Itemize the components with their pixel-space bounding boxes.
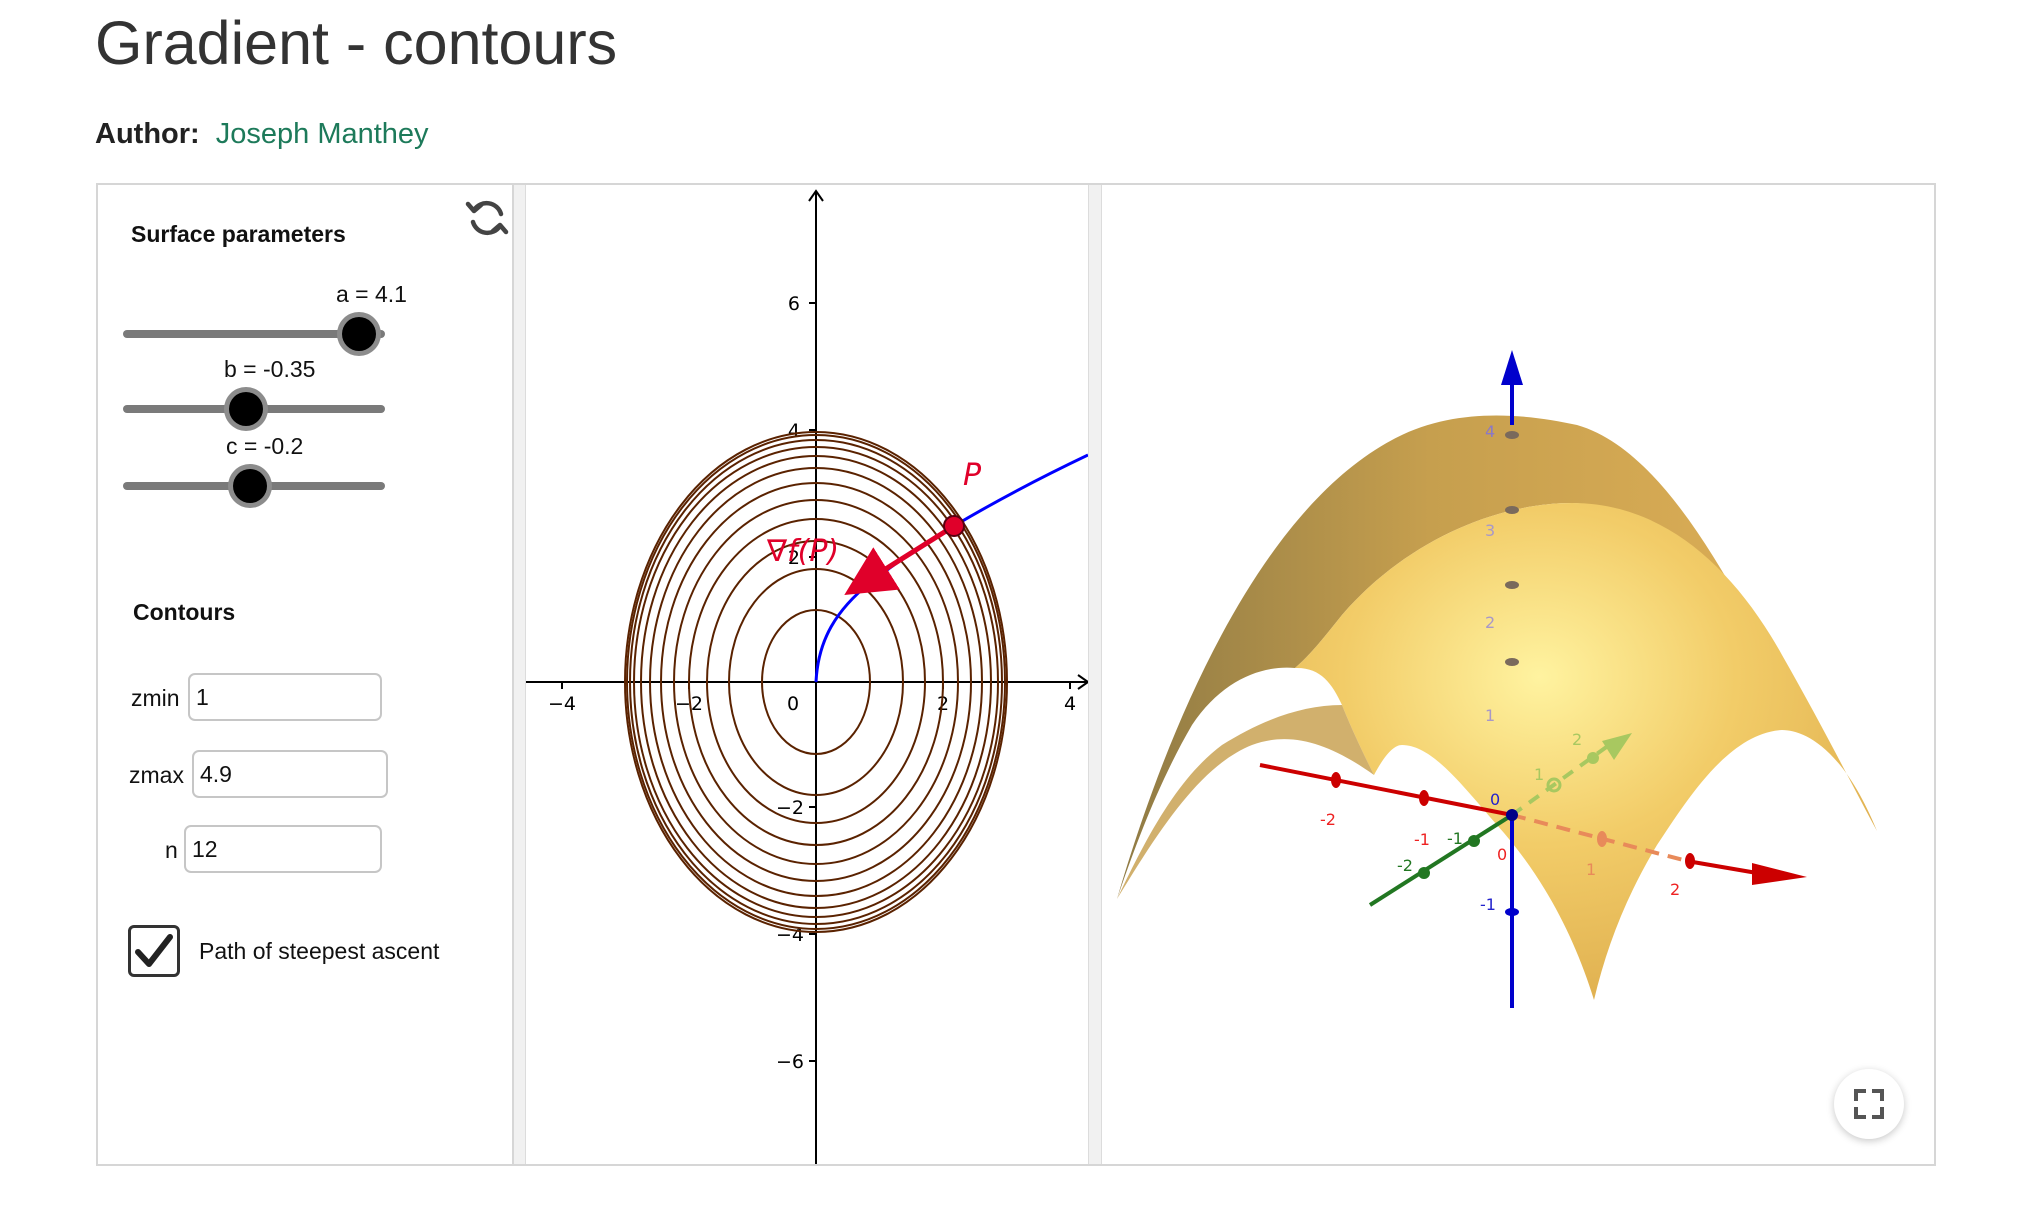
zmax-label: zmax [129,762,184,788]
n-label: n [165,837,178,863]
z-tick-label: 1 [1485,706,1495,725]
z-tick-label: -1 [1480,895,1496,914]
y-axis-arrow [808,189,824,202]
zmax-input[interactable] [192,750,388,798]
contour-line [728,568,904,796]
y-tick-label: −4 [776,924,804,946]
x-tick-label: −2 [675,693,703,715]
z-tick-label: 2 [1485,613,1495,632]
y-ticks [809,302,816,1062]
zmin-input[interactable] [188,673,382,721]
slider-b-label: b = -0.35 [224,356,316,382]
surface-front [1295,503,1877,1000]
contour-line [640,455,992,909]
contour-line [673,499,959,865]
origin-point-3d [1506,809,1518,821]
point-p-label: P [963,458,982,493]
contour-line [706,540,926,824]
z-axis-ticks [1505,431,1519,916]
x-tick-label-3d: 2 [1670,880,1680,899]
refresh-icon[interactable] [464,195,510,241]
z-tick-label: 4 [1485,422,1495,441]
surface-plot-3d[interactable]: 4 3 2 1 0 -1 -2 -1 0 1 2 [1102,185,1936,1166]
graphics-view-3d[interactable]: 4 3 2 1 0 -1 -2 -1 0 1 2 [1102,185,1936,1166]
panel-divider-right[interactable] [1088,185,1102,1164]
panel-divider-left[interactable] [514,185,526,1164]
x-axis-3d-ticks [1331,772,1695,869]
y-tick-label-3d: -2 [1397,856,1413,875]
y-tick-label-3d: 1 [1534,765,1544,784]
z-axis-arrow [1501,350,1523,385]
x-axis-3d-hidden [1511,813,1688,863]
y-tick-label: −6 [776,1051,804,1073]
origin-label: 0 [787,693,799,715]
y-tick-label: 4 [788,420,800,442]
slider-a-label: a = 4.1 [336,281,407,307]
x-tick-label: −4 [548,693,576,715]
contour-line [761,609,871,755]
author-link[interactable]: Joseph Manthey [215,118,429,150]
contour-line [688,518,944,846]
contours-heading: Contours [133,599,236,625]
surface-skirt [1117,705,1374,899]
algebra-panel: Surface parameters a = 4.1 b = -0.35 c =… [98,185,514,1164]
slider-a[interactable] [123,317,385,351]
page-title: Gradient - contours [95,9,618,77]
slider-b-knob[interactable] [229,392,263,426]
contour-line [624,431,1008,933]
x-axis-3d-arrow [1752,863,1807,885]
fullscreen-icon [1854,1089,1884,1119]
contour-line [626,434,1006,930]
applet-frame: Surface parameters a = 4.1 b = -0.35 c =… [96,183,1936,1166]
slider-c[interactable] [123,469,385,503]
z-tick-label: 0 [1490,790,1500,809]
author-label: Author: [95,118,200,150]
y-axis-3d-ticks [1418,752,1599,879]
author-line: Author: Joseph Manthey [95,118,429,151]
contour-line [633,446,999,918]
slider-a-knob[interactable] [342,317,376,351]
contour-line [629,439,1003,925]
z-tick-label: 3 [1485,521,1495,540]
x-tick-label-3d: -2 [1320,810,1336,829]
checkmark-icon [135,934,173,967]
surface-back [1117,415,1742,899]
x-tick-label: 2 [937,693,949,715]
slider-c-label: c = -0.2 [226,433,304,459]
y-tick-label: 2 [788,547,800,569]
slider-b[interactable] [123,392,385,426]
y-axis-3d-arrow [1602,733,1632,760]
y-axis-3d [1368,813,1514,907]
surface-parameters-heading: Surface parameters [131,221,346,247]
y-tick-label: −2 [776,797,804,819]
steepest-ascent-label: Path of steepest ascent [199,938,440,964]
contour-line [660,482,972,882]
contour-plot[interactable]: −4 −2 0 2 4 6 4 2 −2 −4 −6 [526,185,1090,1166]
contour-lines [624,431,1008,933]
x-tick-label-3d: 0 [1497,845,1507,864]
y-tick-label: 6 [788,293,800,315]
zmin-label: zmin [131,685,180,711]
x-tick-label: 4 [1064,693,1076,715]
contour-line [649,467,983,897]
steepest-ascent-checkbox[interactable] [128,925,180,977]
graphics-view-2d[interactable]: −4 −2 0 2 4 6 4 2 −2 −4 −6 [526,185,1090,1166]
x-tick-label-3d: -1 [1414,830,1430,849]
y-tick-label-3d: -1 [1447,829,1463,848]
gradient-vector [844,523,956,595]
x-axis-3d [1259,763,1513,817]
gradient-label: ∇f(P) [766,534,839,569]
x-axis-3d-front [1686,859,1758,875]
point-p[interactable] [943,515,965,537]
fullscreen-button[interactable] [1834,1069,1904,1139]
x-tick-label-3d: 1 [1586,860,1596,879]
n-input[interactable] [184,825,382,873]
slider-c-knob[interactable] [233,469,267,503]
y-tick-label-3d: 2 [1572,730,1582,749]
